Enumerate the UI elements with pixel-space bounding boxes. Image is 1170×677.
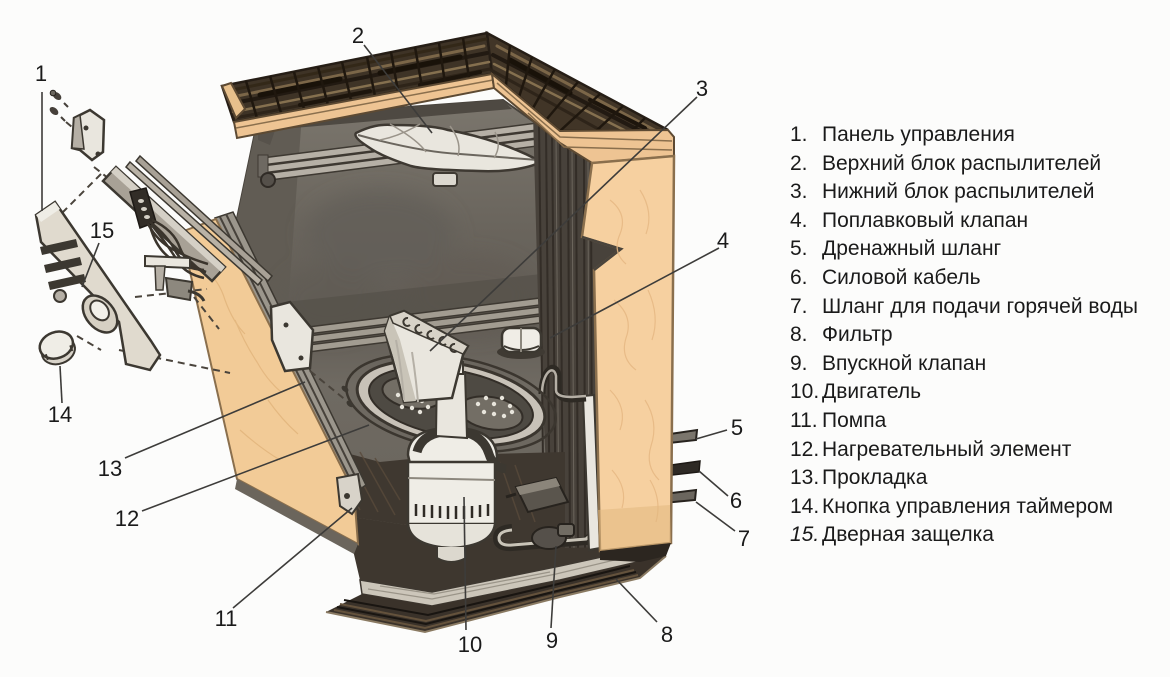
svg-text:5: 5 xyxy=(731,415,743,440)
svg-text:2: 2 xyxy=(352,23,364,48)
svg-text:10: 10 xyxy=(458,632,482,657)
svg-text:6: 6 xyxy=(730,488,742,513)
svg-text:3: 3 xyxy=(696,76,708,101)
svg-text:7: 7 xyxy=(738,526,750,551)
svg-text:1: 1 xyxy=(35,61,47,86)
svg-text:12: 12 xyxy=(115,506,139,531)
svg-text:8: 8 xyxy=(661,622,673,647)
svg-text:15: 15 xyxy=(90,218,114,243)
svg-text:9: 9 xyxy=(546,628,558,653)
svg-text:11: 11 xyxy=(215,606,238,631)
svg-text:4: 4 xyxy=(717,228,729,253)
svg-text:14: 14 xyxy=(48,402,72,427)
svg-text:13: 13 xyxy=(98,456,122,481)
